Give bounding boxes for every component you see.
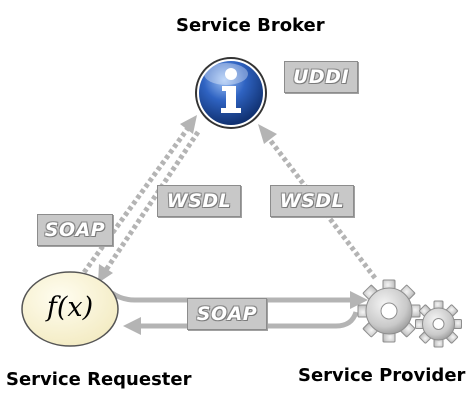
- soap-reply-arrow: [140, 311, 359, 329]
- wsdl-response-arrowhead: [98, 264, 113, 283]
- soap-tag-left: SOAP: [37, 214, 113, 246]
- small-gear-icon: [415, 300, 462, 348]
- gears-icon: [357, 279, 462, 348]
- soap-tag-middle: SOAP: [187, 298, 267, 330]
- info-icon: [195, 57, 267, 129]
- uddi-tag: UDDI: [284, 61, 358, 93]
- soap-call-arrowhead: [350, 291, 368, 309]
- wsdl-publish-arrowhead: [258, 124, 277, 144]
- soap-reply-arrowhead: [123, 317, 141, 335]
- wsdl-tag-right: WSDL: [270, 185, 354, 217]
- function-symbol: f(x): [46, 292, 94, 323]
- service-broker-label: Service Broker: [176, 15, 325, 36]
- soap-request-arrowhead: [180, 115, 197, 134]
- service-requester-label: Service Requester: [6, 369, 192, 390]
- wsdl-tag-left: WSDL: [157, 185, 241, 217]
- service-provider-label: Service Provider: [298, 365, 466, 386]
- large-gear-icon: [357, 279, 421, 343]
- requester-broker-arrows: [77, 115, 201, 283]
- function-icon: [21, 271, 119, 347]
- soap-request-arrow: [77, 126, 191, 280]
